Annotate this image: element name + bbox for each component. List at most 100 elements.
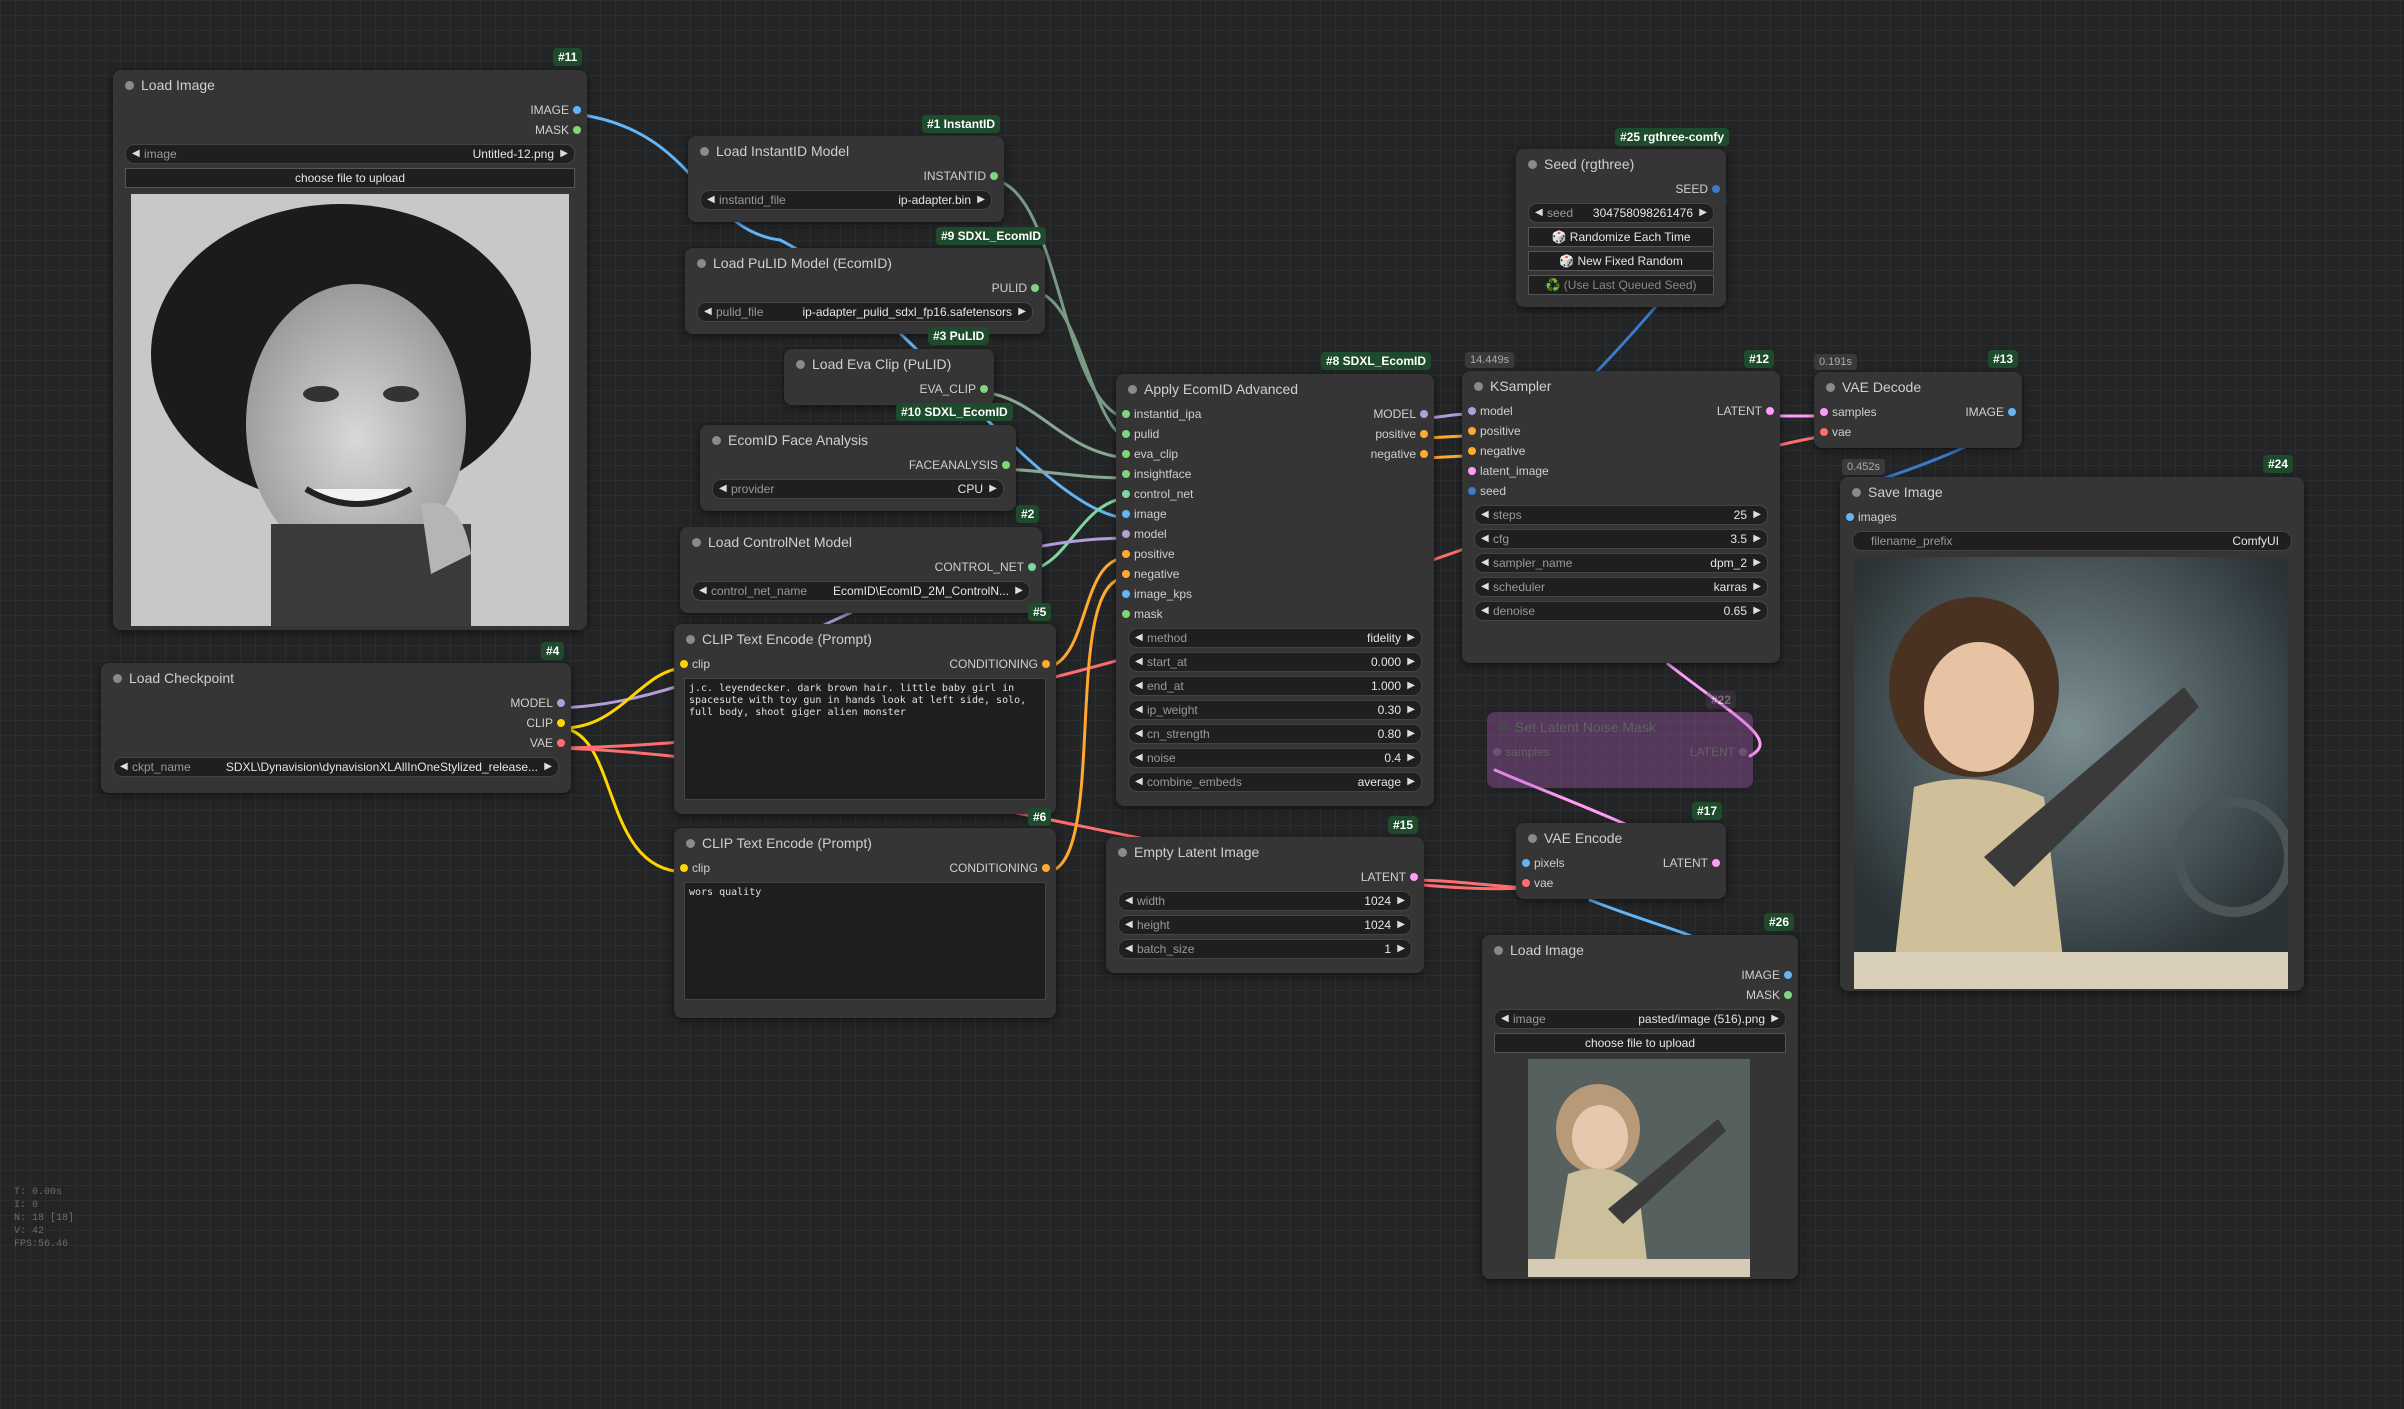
pixels-input-slot[interactable] [1522, 859, 1530, 867]
upload-button[interactable]: choose file to upload [125, 168, 575, 188]
arrow-left-icon[interactable]: ◀ [1535, 207, 1543, 218]
use-last-queued-seed-button[interactable]: ♻️ (Use Last Queued Seed) [1528, 275, 1714, 295]
arrow-left-icon[interactable]: ◀ [704, 306, 712, 317]
vae-input-slot[interactable] [1522, 879, 1530, 887]
arrow-left-icon[interactable]: ◀ [707, 194, 715, 205]
clip-input-slot[interactable] [680, 864, 688, 872]
vae-output-slot[interactable] [557, 739, 565, 747]
arrow-left-icon[interactable]: ◀ [1135, 680, 1143, 691]
node-title[interactable]: VAE Decode [1814, 372, 2022, 402]
output-vae[interactable]: VAE [101, 733, 571, 753]
collapse-dot-icon[interactable] [1852, 488, 1861, 497]
node-title[interactable]: CLIP Text Encode (Prompt) [674, 828, 1056, 858]
vae-input-slot[interactable] [1820, 428, 1828, 436]
arrow-right-icon[interactable]: ▶ [1753, 557, 1761, 568]
node-title[interactable]: KSampler [1462, 371, 1780, 401]
instantid-ipa-input-slot[interactable] [1122, 410, 1130, 418]
pulid-input-slot[interactable] [1122, 430, 1130, 438]
arrow-left-icon[interactable]: ◀ [1481, 533, 1489, 544]
image-output-slot[interactable] [1784, 971, 1792, 979]
samples-input-slot[interactable] [1493, 748, 1501, 756]
output-instantid[interactable]: INSTANTID [688, 166, 1004, 186]
arrow-left-icon[interactable]: ◀ [1135, 704, 1143, 715]
latent-output-slot[interactable] [1410, 873, 1418, 881]
prompt-textarea[interactable]: j.c. leyendecker. dark brown hair. littl… [684, 678, 1046, 800]
face-analysis-node[interactable]: EcomID Face Analysis FACEANALYSIS ◀provi… [700, 425, 1016, 511]
collapse-dot-icon[interactable] [113, 674, 122, 683]
conditioning-output-slot[interactable] [1042, 864, 1050, 872]
output-image[interactable]: IMAGE [1482, 965, 1798, 985]
arrow-right-icon[interactable]: ▶ [1407, 656, 1415, 667]
insightface-input-slot[interactable] [1122, 470, 1130, 478]
collapse-dot-icon[interactable] [686, 839, 695, 848]
eva-clip-input-slot[interactable] [1122, 450, 1130, 458]
model-output-slot[interactable] [557, 699, 565, 707]
node-title[interactable]: Apply EcomID Advanced [1116, 374, 1434, 404]
output-latent[interactable]: LATENT [1106, 867, 1424, 887]
io-row-2[interactable]: vae [1814, 422, 2022, 442]
output-pulid[interactable]: PULID [685, 278, 1045, 298]
node-title[interactable]: Load Eva Clip (PuLID) [784, 349, 994, 379]
io-row-7[interactable]: model [1116, 524, 1434, 544]
negative-input-slot[interactable] [1122, 570, 1130, 578]
io-row-3[interactable]: negative [1462, 441, 1780, 461]
mask-input-slot[interactable] [1122, 610, 1130, 618]
load-instantid-node[interactable]: Load InstantID Model INSTANTID ◀instanti… [688, 136, 1004, 222]
model-input-slot[interactable] [1468, 407, 1476, 415]
latent-output-slot[interactable] [1766, 407, 1774, 415]
output-model[interactable]: MODEL [101, 693, 571, 713]
arrow-left-icon[interactable]: ◀ [1481, 557, 1489, 568]
negative-prompt-textarea[interactable]: wors quality [684, 882, 1046, 1000]
arrow-left-icon[interactable]: ◀ [699, 585, 707, 596]
arrow-right-icon[interactable]: ▶ [1771, 1013, 1779, 1024]
collapse-dot-icon[interactable] [686, 635, 695, 644]
output-eva-clip[interactable]: EVA_CLIP [784, 379, 994, 399]
positive-output-slot[interactable] [1420, 430, 1428, 438]
io-row-5[interactable]: control_net [1116, 484, 1434, 504]
collapse-dot-icon[interactable] [1528, 160, 1537, 169]
output-clip[interactable]: CLIP [101, 713, 571, 733]
collapse-dot-icon[interactable] [1494, 946, 1503, 955]
image-kps-input-slot[interactable] [1122, 590, 1130, 598]
io-row-4[interactable]: latent_image [1462, 461, 1780, 481]
node-title[interactable]: Load Image [1482, 935, 1798, 965]
positive-input-slot[interactable] [1122, 550, 1130, 558]
load-controlnet-node[interactable]: Load ControlNet Model CONTROL_NET ◀contr… [680, 527, 1042, 613]
load-eva-clip-node[interactable]: Load Eva Clip (PuLID) EVA_CLIP [784, 349, 994, 405]
arrow-left-icon[interactable]: ◀ [1135, 776, 1143, 787]
arrow-left-icon[interactable]: ◀ [1481, 509, 1489, 520]
output-seed[interactable]: SEED [1516, 179, 1726, 199]
arrow-right-icon[interactable]: ▶ [1018, 306, 1026, 317]
node-title[interactable]: Load PuLID Model (EcomID) [685, 248, 1045, 278]
conditioning-output-slot[interactable] [1042, 660, 1050, 668]
latent-image-input-slot[interactable] [1468, 467, 1476, 475]
collapse-dot-icon[interactable] [692, 538, 701, 547]
collapse-dot-icon[interactable] [700, 147, 709, 156]
image-output-slot[interactable] [573, 106, 581, 114]
